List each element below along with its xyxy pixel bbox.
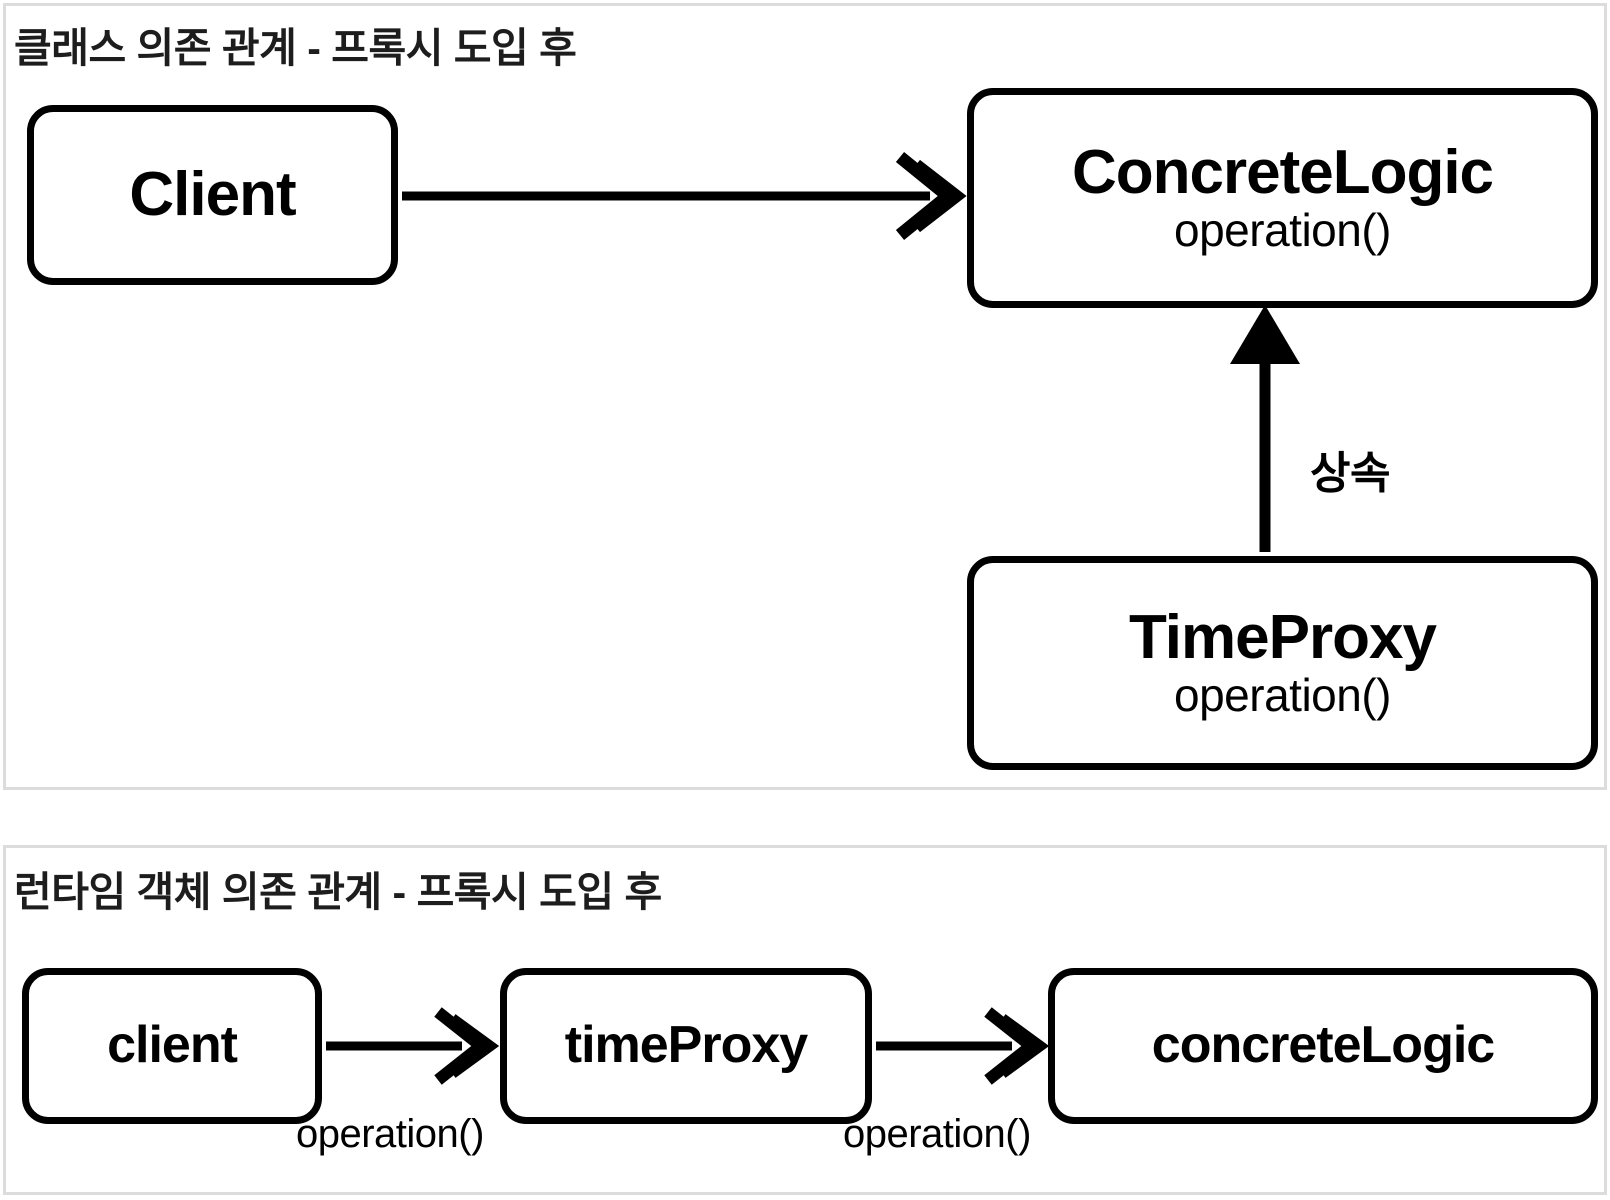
class-node-timeproxy-operation: operation() — [1174, 669, 1391, 722]
object-node-client-title: client — [107, 1016, 238, 1075]
edge-label-inheritance: 상속 — [1310, 449, 1390, 498]
class-node-concretelogic-title: ConcreteLogic — [1071, 138, 1494, 208]
class-node-timeproxy-title: TimeProxy — [1129, 603, 1437, 673]
class-node-concretelogic-operation: operation() — [1174, 204, 1391, 257]
class-node-client[interactable]: Client — [27, 105, 398, 285]
object-node-timeproxy[interactable]: timeProxy — [500, 968, 872, 1124]
object-node-timeproxy-title: timeProxy — [564, 1016, 808, 1075]
class-node-timeproxy[interactable]: TimeProxy operation() — [967, 556, 1598, 770]
object-node-concretelogic-title: concreteLogic — [1151, 1016, 1495, 1075]
object-node-concretelogic[interactable]: concreteLogic — [1048, 968, 1598, 1124]
panel-class-dependency-title: 클래스 의존 관계 - 프록시 도입 후 — [14, 25, 577, 71]
edge-label-operation-timeproxy-concretelogic: operation() — [843, 1112, 1031, 1156]
object-node-client[interactable]: client — [22, 968, 322, 1124]
class-node-client-title: Client — [129, 160, 296, 230]
class-node-concretelogic[interactable]: ConcreteLogic operation() — [967, 88, 1598, 308]
edge-label-operation-client-timeproxy: operation() — [296, 1112, 484, 1156]
panel-runtime-dependency-title: 런타임 객체 의존 관계 - 프록시 도입 후 — [14, 869, 662, 915]
